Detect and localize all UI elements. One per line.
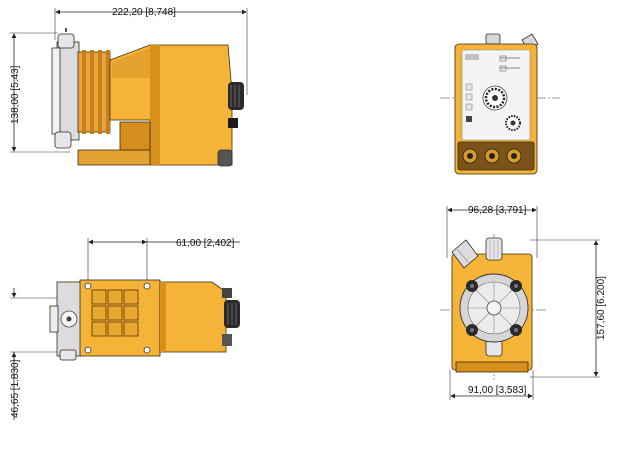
rib-grid: [91, 289, 139, 337]
adjust-knob: [228, 82, 244, 110]
control-panel-view: [440, 33, 560, 175]
side-height-label: 138,00 [5.43]: [10, 65, 21, 124]
top-view: 61,00 [2,402] 46,65 [1.830]: [10, 238, 240, 420]
base-foot: [77, 149, 151, 166]
side-view: 222,20 [8,748] 138,00 [5.43]: [10, 7, 248, 167]
inlet-valve: [451, 239, 479, 269]
base-width-label: 91,00 [3,583]: [468, 385, 527, 396]
mount-hole: [84, 282, 92, 290]
bottom-offset-label: 46,65 [1.830]: [10, 359, 21, 418]
diaphragm-ribs: [77, 50, 111, 134]
top-valve: [57, 33, 75, 49]
front-width-label: 96,28 [3,791]: [468, 205, 527, 216]
mount-spacing-label: 61,00 [2,402]: [176, 238, 235, 249]
overall-length-label: 222,20 [8,748]: [112, 7, 176, 18]
motor-top: [159, 281, 227, 353]
mount-hole: [143, 346, 151, 354]
mount-hole: [84, 346, 92, 354]
pump-head-view: 96,28 [3,791] 157,60 [6.200] 91,00 [3,58…: [440, 205, 607, 400]
cable-gland: [217, 149, 233, 167]
front-height-label: 157,60 [6.200]: [596, 276, 607, 340]
bottom-valve: [54, 131, 72, 149]
mount-hole: [143, 282, 151, 290]
